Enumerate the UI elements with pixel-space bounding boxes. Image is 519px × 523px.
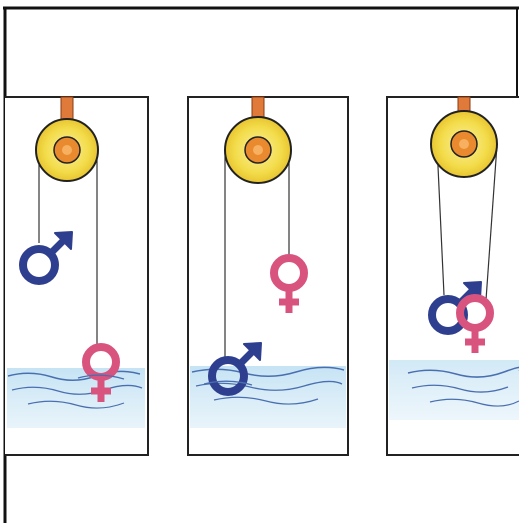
water <box>389 360 519 420</box>
pulley <box>36 119 98 181</box>
panel-2 <box>188 97 348 455</box>
panel-3 <box>387 97 519 455</box>
panel-1 <box>5 97 148 455</box>
water <box>7 368 145 428</box>
pulley <box>225 117 291 183</box>
pulley <box>431 111 497 177</box>
